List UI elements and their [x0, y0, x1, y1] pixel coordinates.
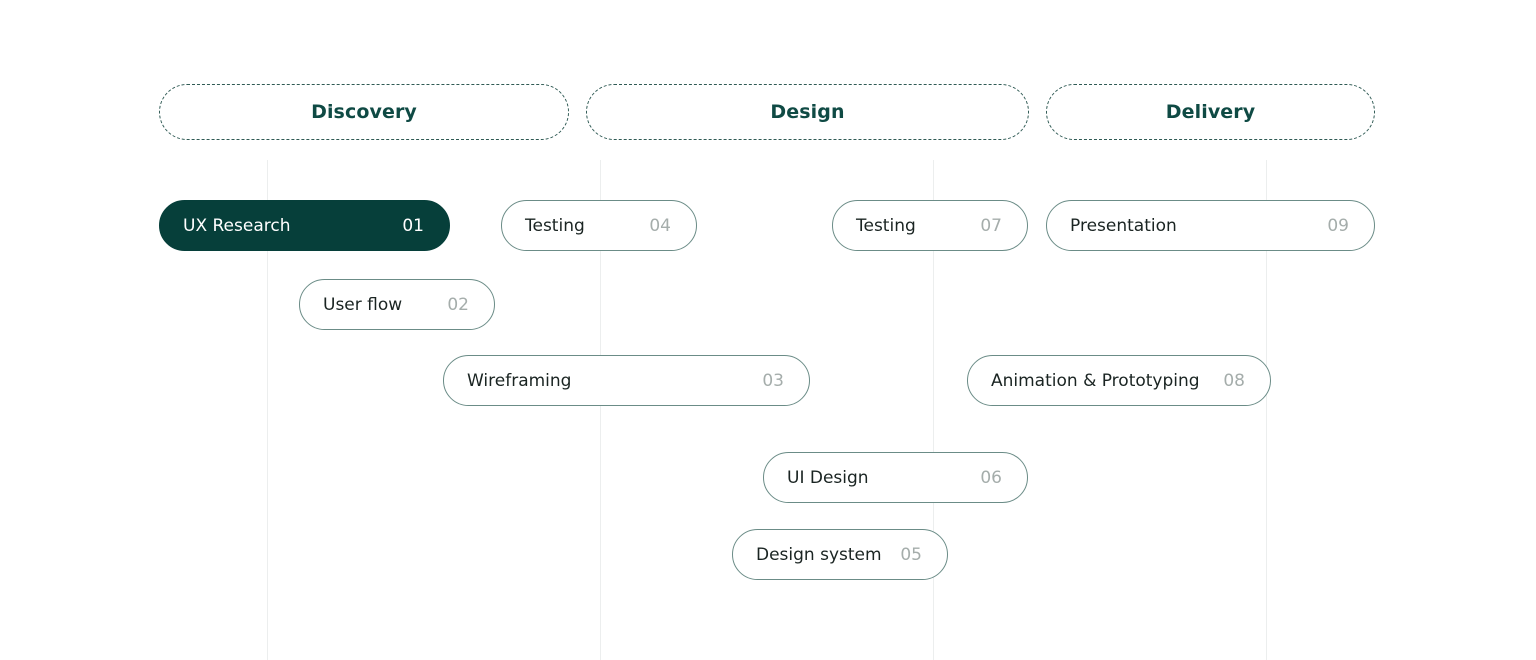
task-number: 02 [447, 294, 469, 315]
column-gridline [600, 160, 601, 660]
task-label: UI Design [787, 467, 869, 488]
task-pill-presentation[interactable]: Presentation 09 [1046, 200, 1375, 251]
task-label: Testing [525, 215, 585, 236]
column-gridline [267, 160, 268, 660]
phase-design: Design [586, 84, 1029, 140]
task-label: Animation & Prototyping [991, 370, 1200, 391]
task-number: 03 [762, 370, 784, 391]
task-label: Wireframing [467, 370, 572, 391]
task-label: User flow [323, 294, 403, 315]
phase-delivery: Delivery [1046, 84, 1375, 140]
phase-label: Design [770, 101, 845, 123]
task-pill-design-system[interactable]: Design system 05 [732, 529, 948, 580]
task-pill-ui-design[interactable]: UI Design 06 [763, 452, 1028, 503]
phase-label: Discovery [311, 101, 417, 123]
task-number: 08 [1223, 370, 1245, 391]
task-number: 06 [980, 467, 1002, 488]
task-label: UX Research [183, 215, 291, 236]
column-gridline [1266, 160, 1267, 660]
phase-label: Delivery [1165, 101, 1256, 123]
task-pill-testing-design[interactable]: Testing 07 [832, 200, 1028, 251]
task-pill-testing-discovery[interactable]: Testing 04 [501, 200, 697, 251]
column-gridline [933, 160, 934, 660]
task-number: 07 [980, 215, 1002, 236]
task-pill-animation-prototyping[interactable]: Animation & Prototyping 08 [967, 355, 1271, 406]
task-pill-ux-research[interactable]: UX Research 01 [159, 200, 450, 251]
task-number: 01 [402, 215, 424, 236]
task-label: Design system [756, 544, 882, 565]
task-pill-user-flow[interactable]: User flow 02 [299, 279, 495, 330]
task-label: Testing [856, 215, 916, 236]
phase-discovery: Discovery [159, 84, 569, 140]
task-number: 04 [649, 215, 671, 236]
task-label: Presentation [1070, 215, 1177, 236]
task-number: 09 [1327, 215, 1349, 236]
task-pill-wireframing[interactable]: Wireframing 03 [443, 355, 810, 406]
task-number: 05 [900, 544, 922, 565]
